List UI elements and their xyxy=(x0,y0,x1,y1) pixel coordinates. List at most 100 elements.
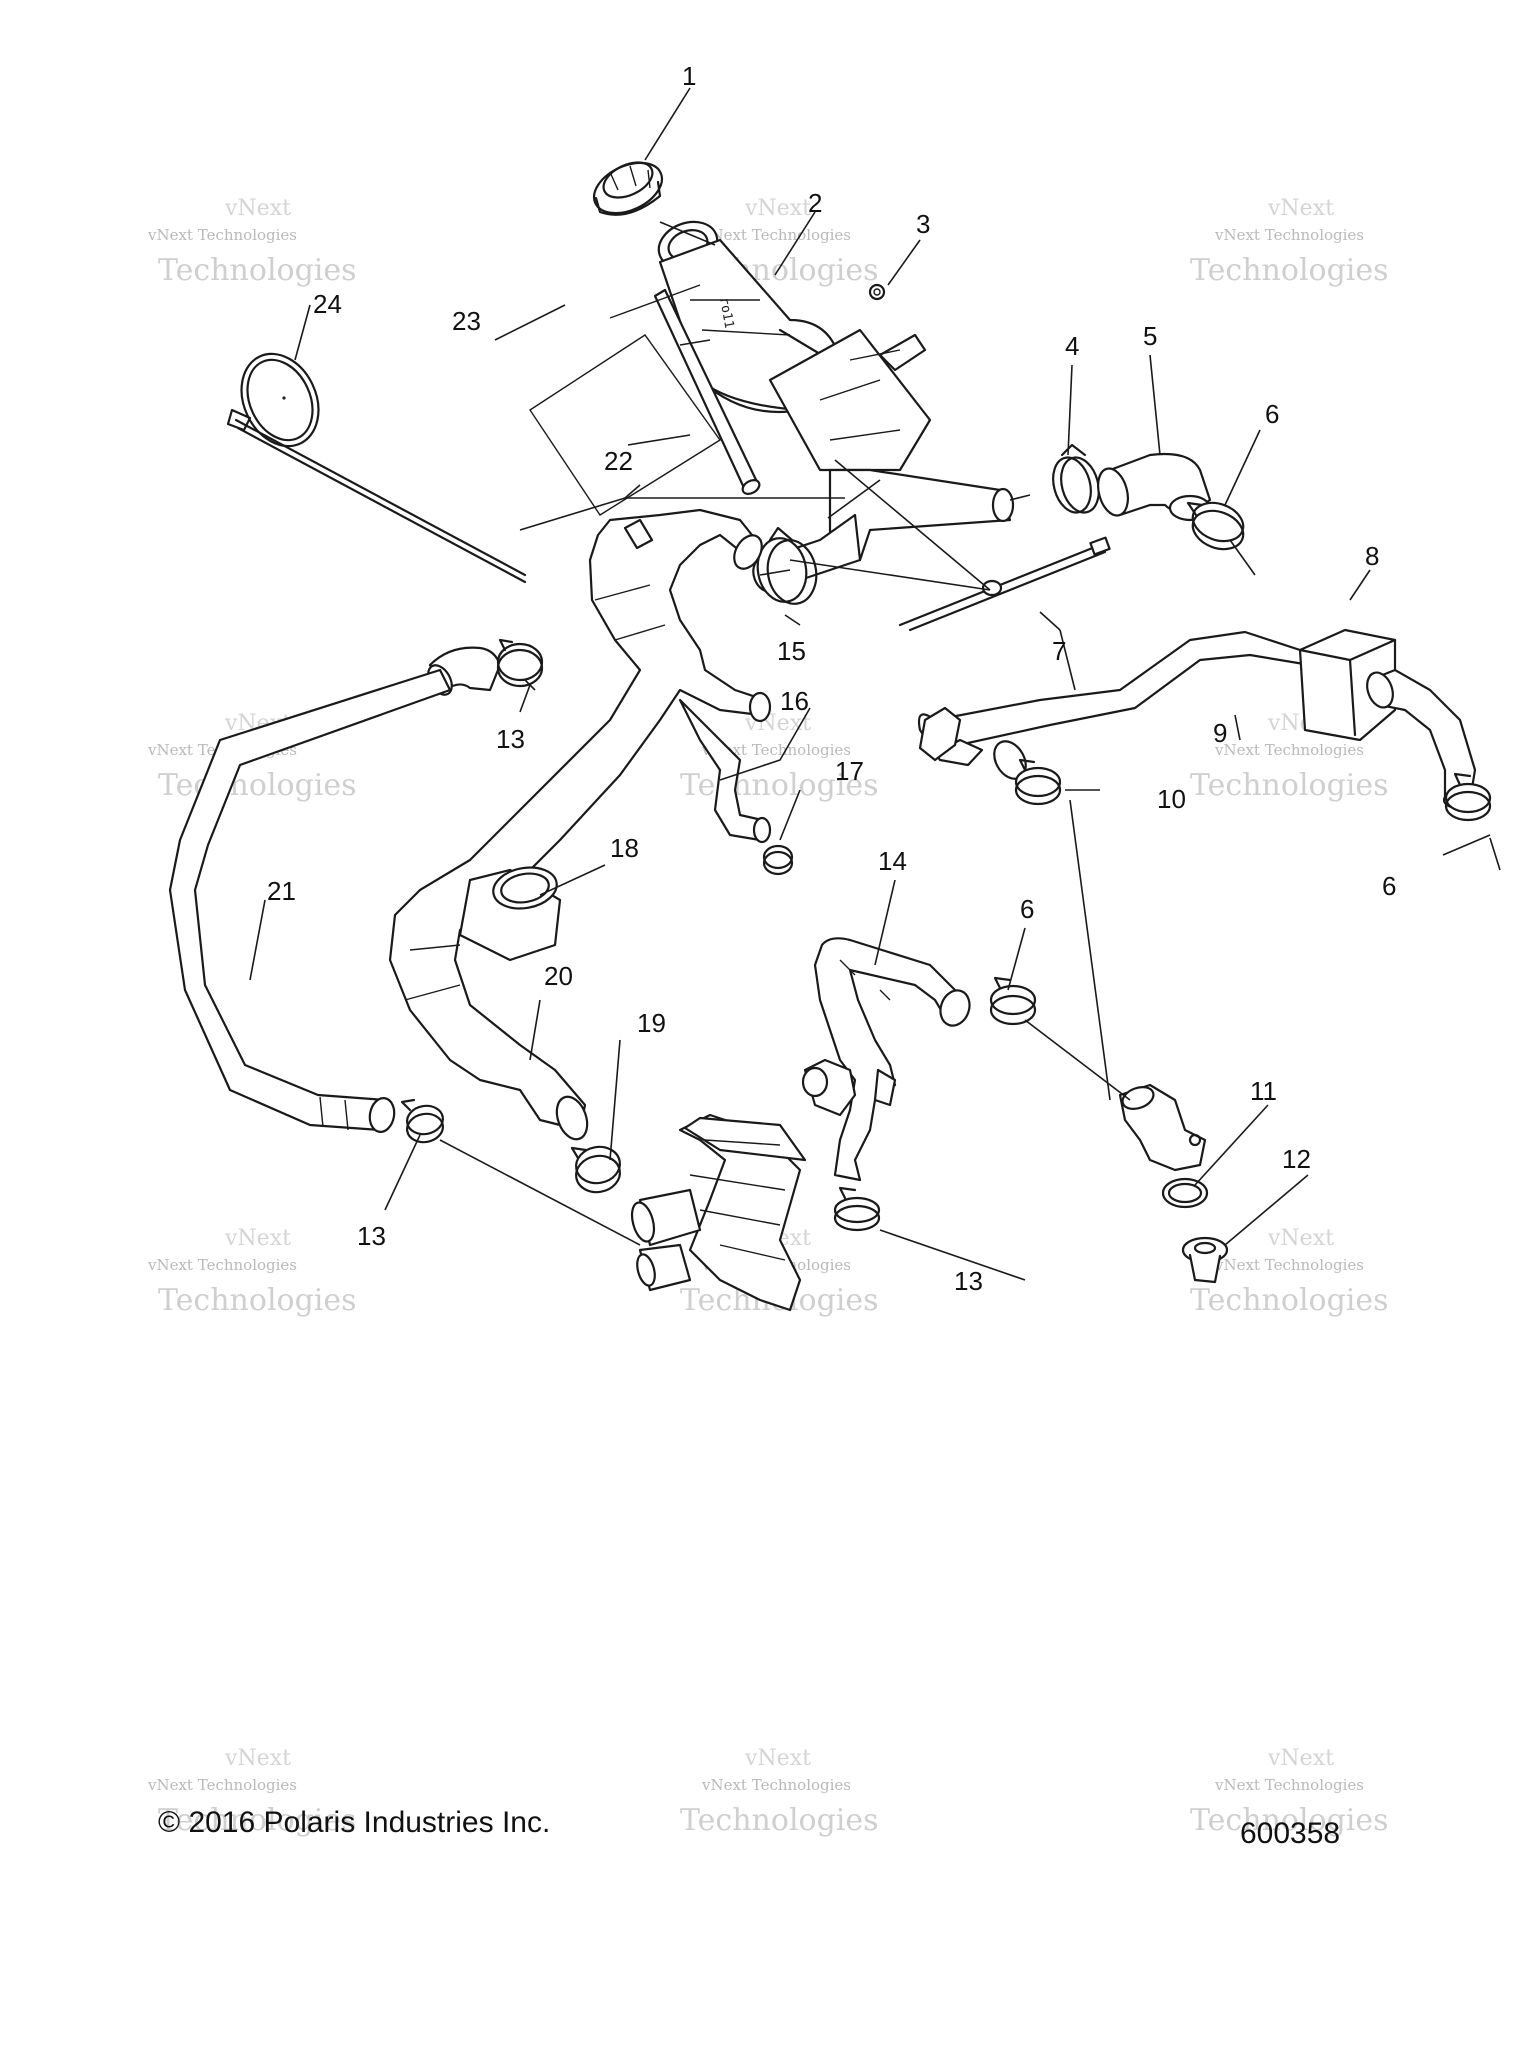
callout-2: 2 xyxy=(808,188,822,218)
callout-7: 7 xyxy=(1052,636,1066,666)
coupler-small xyxy=(623,518,654,550)
callout-13c: 13 xyxy=(954,1266,983,1296)
part-14-hose xyxy=(813,937,971,1182)
svg-text:vNext: vNext xyxy=(224,196,291,221)
svg-text:vNext Technologies: vNext Technologies xyxy=(701,226,851,244)
callout-18: 18 xyxy=(610,833,639,863)
part-3-nut xyxy=(868,283,886,301)
callout-11: 11 xyxy=(1250,1076,1277,1106)
callout-1: 1 xyxy=(682,61,696,91)
part-15-clamp xyxy=(756,526,818,605)
svg-text:vNext Technologies: vNext Technologies xyxy=(147,226,297,244)
svg-text:vNext Technologies: vNext Technologies xyxy=(1214,1256,1364,1274)
callout-9: 9 xyxy=(1213,718,1227,748)
callout-24: 24 xyxy=(313,289,342,319)
svg-text:vNext Technologies: vNext Technologies xyxy=(147,1256,297,1274)
callout-12: 12 xyxy=(1282,1144,1311,1174)
svg-text:ro11: ro11 xyxy=(716,296,736,329)
part-6-clamp-upper xyxy=(1186,501,1245,551)
part-6-clamp-right xyxy=(1444,772,1492,822)
watermark-mid-center: vNext vNext Technologies Technologies xyxy=(680,711,879,803)
svg-text:Technologies: Technologies xyxy=(680,768,879,803)
callout-20: 20 xyxy=(544,961,573,991)
callout-6a: 6 xyxy=(1265,399,1279,429)
watermark-top-right: vNext vNext Technologies Technologies xyxy=(1190,196,1389,288)
leader-lines xyxy=(249,87,1501,1281)
svg-text:Technologies: Technologies xyxy=(158,1283,357,1318)
svg-text:vNext: vNext xyxy=(224,1746,291,1771)
watermark-group: vNext vNext Technologies Technologies vN… xyxy=(147,196,1389,1838)
callout-10: 10 xyxy=(1157,784,1186,814)
part-16-branch-hose xyxy=(678,698,772,844)
callout-8: 8 xyxy=(1365,541,1379,571)
svg-text:Technologies: Technologies xyxy=(158,1803,357,1838)
svg-text:vNext Technologies: vNext Technologies xyxy=(1214,741,1364,759)
callout-13a: 13 xyxy=(496,724,525,754)
callout-labels: 1 2 3 4 5 6 6 6 7 8 9 10 11 12 13 13 13 … xyxy=(267,61,1396,1296)
part-1-cap xyxy=(592,161,664,216)
callout-15: 15 xyxy=(777,636,806,666)
svg-text:vNext: vNext xyxy=(1267,1226,1334,1251)
callout-19: 19 xyxy=(637,1008,666,1038)
part-19-clamp xyxy=(570,1145,621,1194)
part-21-hose xyxy=(168,668,452,1133)
part-8-bracket xyxy=(1298,628,1397,742)
part-5-elbow-hose xyxy=(1097,452,1212,522)
callout-5: 5 xyxy=(1143,321,1157,351)
part-24-tag xyxy=(226,352,527,584)
svg-text:vNext Technologies: vNext Technologies xyxy=(701,741,851,759)
footer: © 2016 Polaris Industries Inc. 600358 xyxy=(158,1806,1340,1850)
part-18-sleeve xyxy=(458,866,562,962)
callout-6c: 6 xyxy=(1382,871,1396,901)
svg-text:Technologies: Technologies xyxy=(680,1803,879,1838)
callout-23: 23 xyxy=(452,306,481,336)
copyright-text: © 2016 Polaris Industries Inc. xyxy=(158,1806,550,1839)
part-13-clamp-lower-left xyxy=(400,1098,444,1144)
svg-text:vNext: vNext xyxy=(1267,1746,1334,1771)
svg-text:vNext Technologies: vNext Technologies xyxy=(1214,1776,1364,1794)
svg-text:Technologies: Technologies xyxy=(1190,1803,1389,1838)
watermark-bottom-right: vNext vNext Technologies Technologies xyxy=(1190,1746,1389,1838)
part-17-clamp xyxy=(762,844,794,876)
watermark-low-left: vNext vNext Technologies Technologies xyxy=(147,1226,357,1318)
watermark-low-right: vNext vNext Technologies Technologies xyxy=(1190,1226,1389,1318)
watermark-top-left: vNext vNext Technologies Technologies xyxy=(147,196,357,288)
svg-text:vNext: vNext xyxy=(1267,196,1334,221)
water-pump-housing xyxy=(630,1113,807,1312)
callout-6b: 6 xyxy=(1020,894,1034,924)
callout-17: 17 xyxy=(835,756,864,786)
svg-text:vNext Technologies: vNext Technologies xyxy=(1214,226,1364,244)
part-7-sensor-wire xyxy=(898,536,1111,632)
watermark-bottom-left: vNext vNext Technologies Technologies xyxy=(147,1746,357,1838)
callout-22: 22 xyxy=(604,446,633,476)
part-6-clamp-middle xyxy=(989,976,1037,1026)
callout-4: 4 xyxy=(1065,331,1079,361)
svg-text:vNext: vNext xyxy=(744,196,811,221)
hose-14-fitting xyxy=(801,1058,897,1117)
part-9-hose xyxy=(917,630,1312,780)
part-20-main-hose xyxy=(388,508,772,1141)
watermark-bottom-center: vNext vNext Technologies Technologies xyxy=(680,1746,879,1838)
part-22-tube xyxy=(653,288,761,495)
callout-16: 16 xyxy=(780,686,809,716)
part-23-label xyxy=(529,284,722,516)
part-11-gasket xyxy=(1161,1177,1209,1209)
watermark-mid-right: vNext vNext Technologies Technologies xyxy=(1190,711,1389,803)
callout-21: 21 xyxy=(267,876,296,906)
svg-text:vNext: vNext xyxy=(744,1746,811,1771)
thermostat-housing xyxy=(1118,1083,1207,1172)
part-10-clamp xyxy=(1014,758,1062,806)
svg-text:Technologies: Technologies xyxy=(158,768,357,803)
callout-3: 3 xyxy=(916,209,930,239)
callout-13b: 13 xyxy=(357,1221,386,1251)
part-4-clamp xyxy=(1052,443,1100,514)
svg-text:Technologies: Technologies xyxy=(1190,1283,1389,1318)
svg-text:Technologies: Technologies xyxy=(1190,253,1389,288)
part-13-clamp-lower-middle xyxy=(833,1186,881,1232)
svg-text:vNext: vNext xyxy=(224,1226,291,1251)
svg-text:vNext Technologies: vNext Technologies xyxy=(147,1776,297,1794)
svg-text:Technologies: Technologies xyxy=(1190,768,1389,803)
svg-text:vNext Technologies: vNext Technologies xyxy=(701,1776,851,1794)
callout-14: 14 xyxy=(878,846,907,876)
